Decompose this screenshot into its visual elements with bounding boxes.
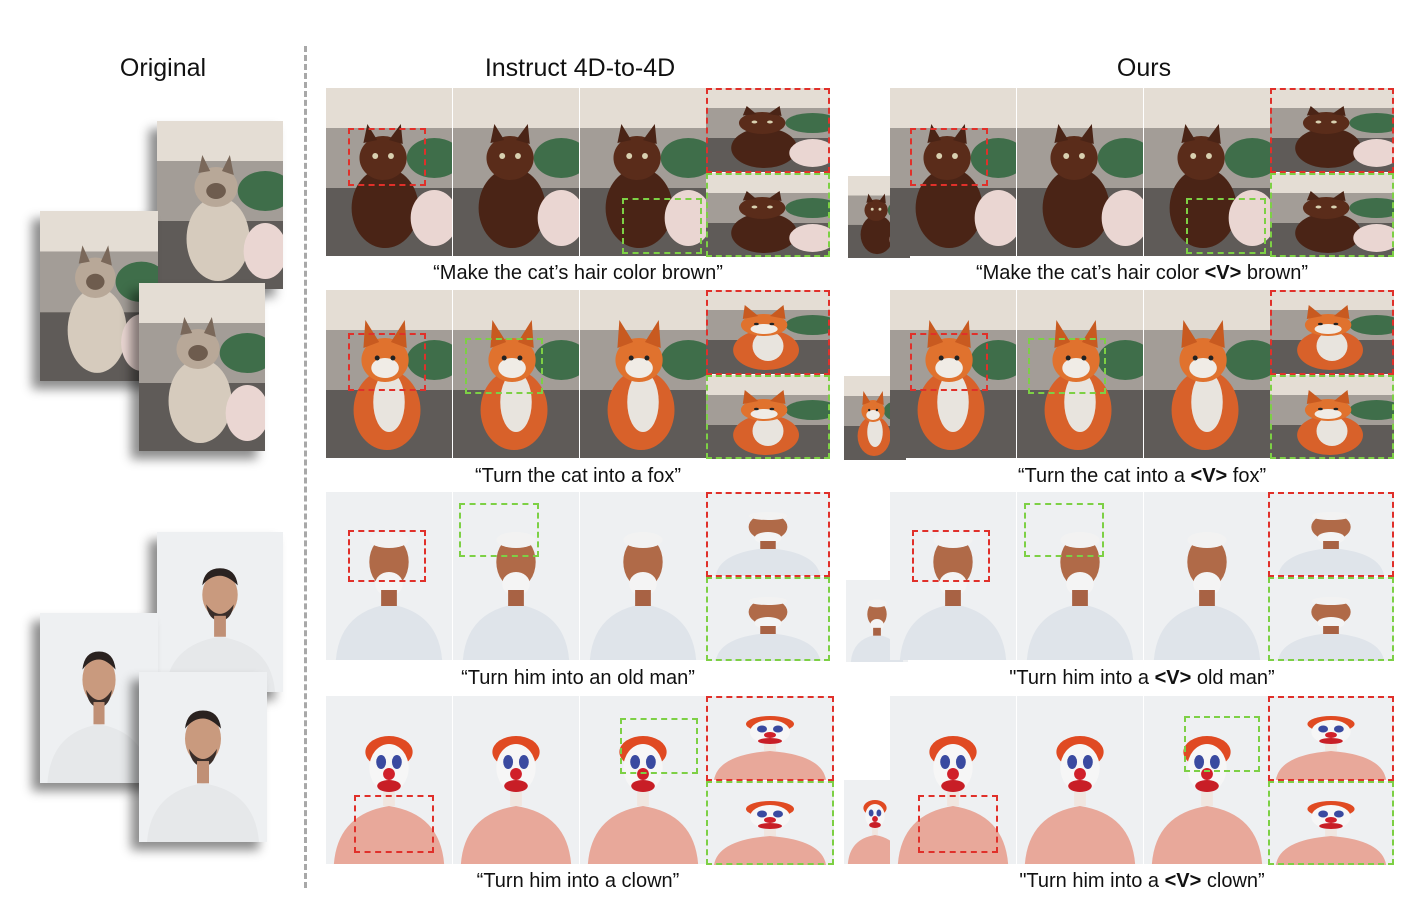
crop-green-box [622, 198, 702, 254]
caption-token: <V> [1164, 870, 1202, 892]
zoom-red-outline [706, 290, 830, 375]
baseline-caption: “Turn him into an old man” [461, 667, 695, 689]
caption-token: <V> [1154, 667, 1192, 689]
ours-caption: “Turn the cat into a <V> fox” [890, 465, 1394, 488]
crop-red-box [918, 795, 998, 853]
ours-frame [1017, 88, 1143, 256]
ours-heading: Ours [1116, 54, 1172, 82]
ours-frame [1017, 696, 1143, 864]
crop-green-box [1186, 198, 1266, 254]
zoom-red-outline [706, 696, 834, 781]
ours-caption: "Turn him into a <V> old man” [890, 667, 1394, 690]
crop-red-box [912, 530, 990, 582]
baseline-caption: “Make the cat’s hair color brown” [433, 262, 723, 284]
original-cat-frame [157, 121, 283, 289]
baseline-frame [580, 492, 706, 660]
crop-red-box [910, 128, 988, 186]
crop-green-box [1028, 338, 1106, 394]
crop-green-box [1024, 503, 1104, 557]
crop-red-box [348, 530, 426, 582]
crop-green-box [465, 338, 543, 394]
crop-red-box [348, 128, 426, 186]
baseline-heading: Instruct 4D-to-4D [484, 54, 676, 82]
crop-red-box [910, 333, 988, 391]
ours-frame [1144, 290, 1270, 458]
baseline-caption: “Turn him into a clown” [476, 870, 680, 892]
caption-text: brown” [1241, 262, 1309, 284]
zoom-green-outline [1270, 173, 1394, 257]
baseline-frame [453, 88, 579, 256]
caption-text: “Turn the cat into a [1017, 465, 1191, 487]
zoom-red-outline [1268, 696, 1394, 781]
zoom-green-outline [706, 781, 834, 865]
column-divider [304, 46, 307, 888]
ours-frame [1144, 492, 1270, 660]
original-man-frame [139, 672, 267, 842]
ours-caption: “Make the cat’s hair color <V> brown” [890, 262, 1394, 285]
caption-text: fox” [1227, 465, 1267, 487]
baseline-caption: “Turn the cat into a fox” [474, 465, 681, 487]
baseline-frame [453, 696, 579, 864]
crop-red-box [348, 333, 426, 391]
zoom-green-outline [1270, 375, 1394, 459]
zoom-green-outline [1268, 577, 1394, 661]
original-man-frame [157, 532, 283, 692]
zoom-green-outline [706, 577, 830, 661]
zoom-green-outline [706, 375, 830, 459]
zoom-green-outline [706, 173, 830, 257]
caption-text: "Turn him into a [1019, 870, 1165, 892]
crop-green-box [459, 503, 539, 557]
baseline-frame [580, 290, 706, 458]
original-heading: Original [119, 54, 207, 82]
zoom-red-outline [706, 88, 830, 173]
ours-caption: "Turn him into a <V> clown” [890, 870, 1394, 893]
zoom-red-outline [1268, 492, 1394, 577]
crop-red-box [354, 795, 434, 853]
crop-green-box [620, 718, 698, 774]
zoom-green-outline [1268, 781, 1394, 865]
caption-token: <V> [1190, 465, 1228, 487]
zoom-red-outline [1270, 290, 1394, 375]
caption-text: clown” [1201, 870, 1265, 892]
original-cat-frame [139, 283, 265, 451]
caption-text: “Make the cat’s hair color [975, 262, 1205, 284]
zoom-red-outline [706, 492, 830, 577]
zoom-red-outline [1270, 88, 1394, 173]
caption-text: "Turn him into a [1009, 667, 1155, 689]
crop-green-box [1184, 716, 1260, 772]
caption-token: <V> [1204, 262, 1242, 284]
caption-text: old man” [1191, 667, 1275, 689]
